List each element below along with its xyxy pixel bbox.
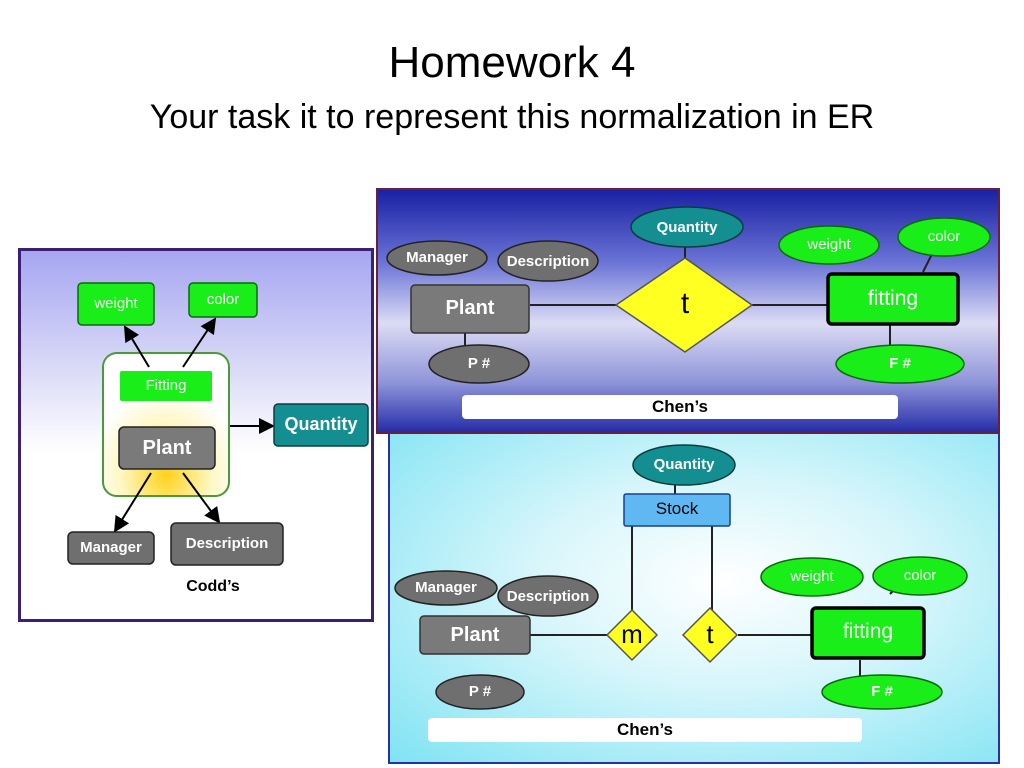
codd-diagram-svg (67, 282, 369, 566)
codd-manager-box (67, 531, 155, 565)
chen-top-manager-label: Manager (406, 249, 468, 266)
chen-bottom-fnum-ellipse (821, 674, 943, 710)
chen-bottom-stock-rect (623, 493, 731, 527)
chen-top-fnum-ellipse (835, 344, 965, 384)
chen-bottom-quantity-ellipse (632, 444, 736, 486)
chen-top-pnum-label: P # (467, 355, 491, 372)
codd-weight-label: weight (94, 295, 138, 312)
chen-bottom-color-ellipse (872, 556, 968, 596)
chen-bottom-color-label: color (903, 567, 937, 584)
codd-color-label: color (206, 291, 240, 308)
chen-bottom-diagram-svg (394, 444, 968, 710)
chen-bottom-fnum-label: F # (871, 683, 893, 700)
slide-subtitle: Your task it to represent this normaliza… (149, 98, 875, 136)
codd-quantity-label: Quantity (284, 414, 358, 434)
chen-bottom-manager-ellipse (394, 570, 498, 606)
chen-top-manager-ellipse (386, 240, 488, 276)
chen-top-color-ellipse (897, 217, 991, 257)
codd-quantity-box (273, 403, 369, 447)
chen-bottom-m-label: m (621, 619, 643, 649)
codd-description-box (170, 522, 284, 566)
chen-top-quantity-label: Quantity (656, 219, 718, 236)
chen-bottom-fitting-rect (810, 606, 926, 660)
codd-manager-label: Manager (80, 539, 142, 556)
chen-bottom-m-diamond (605, 608, 659, 662)
chen-diagram-panel-bottom: Quantity Stock Manager Description Plant… (388, 434, 1000, 764)
chen-diagram-panel-top: Quantity Manager Description Plant t wei… (376, 188, 1000, 434)
chen-bottom-description-ellipse (497, 575, 599, 617)
chen-bottom-plant-rect (419, 615, 531, 655)
chen-top-plant-label: Plant (445, 297, 495, 319)
chen-bottom-description-label: Description (506, 588, 590, 605)
chen-top-quantity-ellipse (630, 206, 744, 248)
codd-color-box (188, 282, 258, 318)
chen-bottom-t-diamond (681, 606, 739, 664)
chen-top-weight-label: weight (807, 236, 851, 253)
codd-arrow-manager (113, 472, 152, 533)
chen-bottom-caption: Chen’s (428, 718, 862, 742)
chen-top-diagram-svg (386, 206, 991, 384)
codd-weight-box (77, 282, 155, 326)
codd-plant-box (118, 426, 216, 470)
chen-bottom-stock-label: Stock (655, 499, 699, 518)
slide-title: Homework 4 (388, 38, 636, 87)
chen-bottom-weight-label: weight (790, 568, 834, 585)
codd-plant-label: Plant (142, 437, 192, 459)
chen-top-fnum-label: F # (889, 355, 911, 372)
chen-bottom-manager-label: Manager (415, 579, 477, 596)
chen-bottom-weight-ellipse (760, 557, 864, 597)
chen-top-color-label: color (927, 228, 961, 245)
chen-top-plant-rect (410, 284, 530, 334)
chen-top-weight-ellipse (778, 225, 880, 265)
codd-diagram-panel: weight color Fitting Plant Quantity Mana… (18, 248, 374, 622)
chen-top-t-label: t (680, 287, 690, 320)
chen-top-t-diamond (614, 257, 754, 353)
chen-top-fitting-rect (826, 272, 960, 326)
codd-description-label: Description (185, 535, 269, 552)
codd-arrow-weight (123, 325, 150, 368)
codd-caption: Codd’s (186, 578, 240, 595)
chen-top-caption: Chen’s (462, 395, 898, 419)
chen-top-description-label: Description (506, 253, 590, 270)
chen-top-fitting-label: fitting (867, 287, 919, 310)
chen-top-pnum-ellipse (428, 344, 530, 384)
chen-bottom-plant-label: Plant (450, 624, 500, 646)
codd-arrow-description (182, 472, 221, 524)
codd-arrow-color (182, 317, 217, 368)
chen-bottom-fitting-label: fitting (842, 620, 894, 643)
codd-fitting-box (118, 369, 214, 403)
codd-fitting-label: Fitting (145, 377, 187, 394)
chen-bottom-pnum-ellipse (435, 674, 525, 710)
chen-bottom-quantity-label: Quantity (653, 456, 715, 473)
chen-top-description-ellipse (497, 240, 599, 282)
chen-bottom-pnum-label: P # (468, 683, 492, 700)
chen-bottom-t-label: t (706, 619, 714, 649)
